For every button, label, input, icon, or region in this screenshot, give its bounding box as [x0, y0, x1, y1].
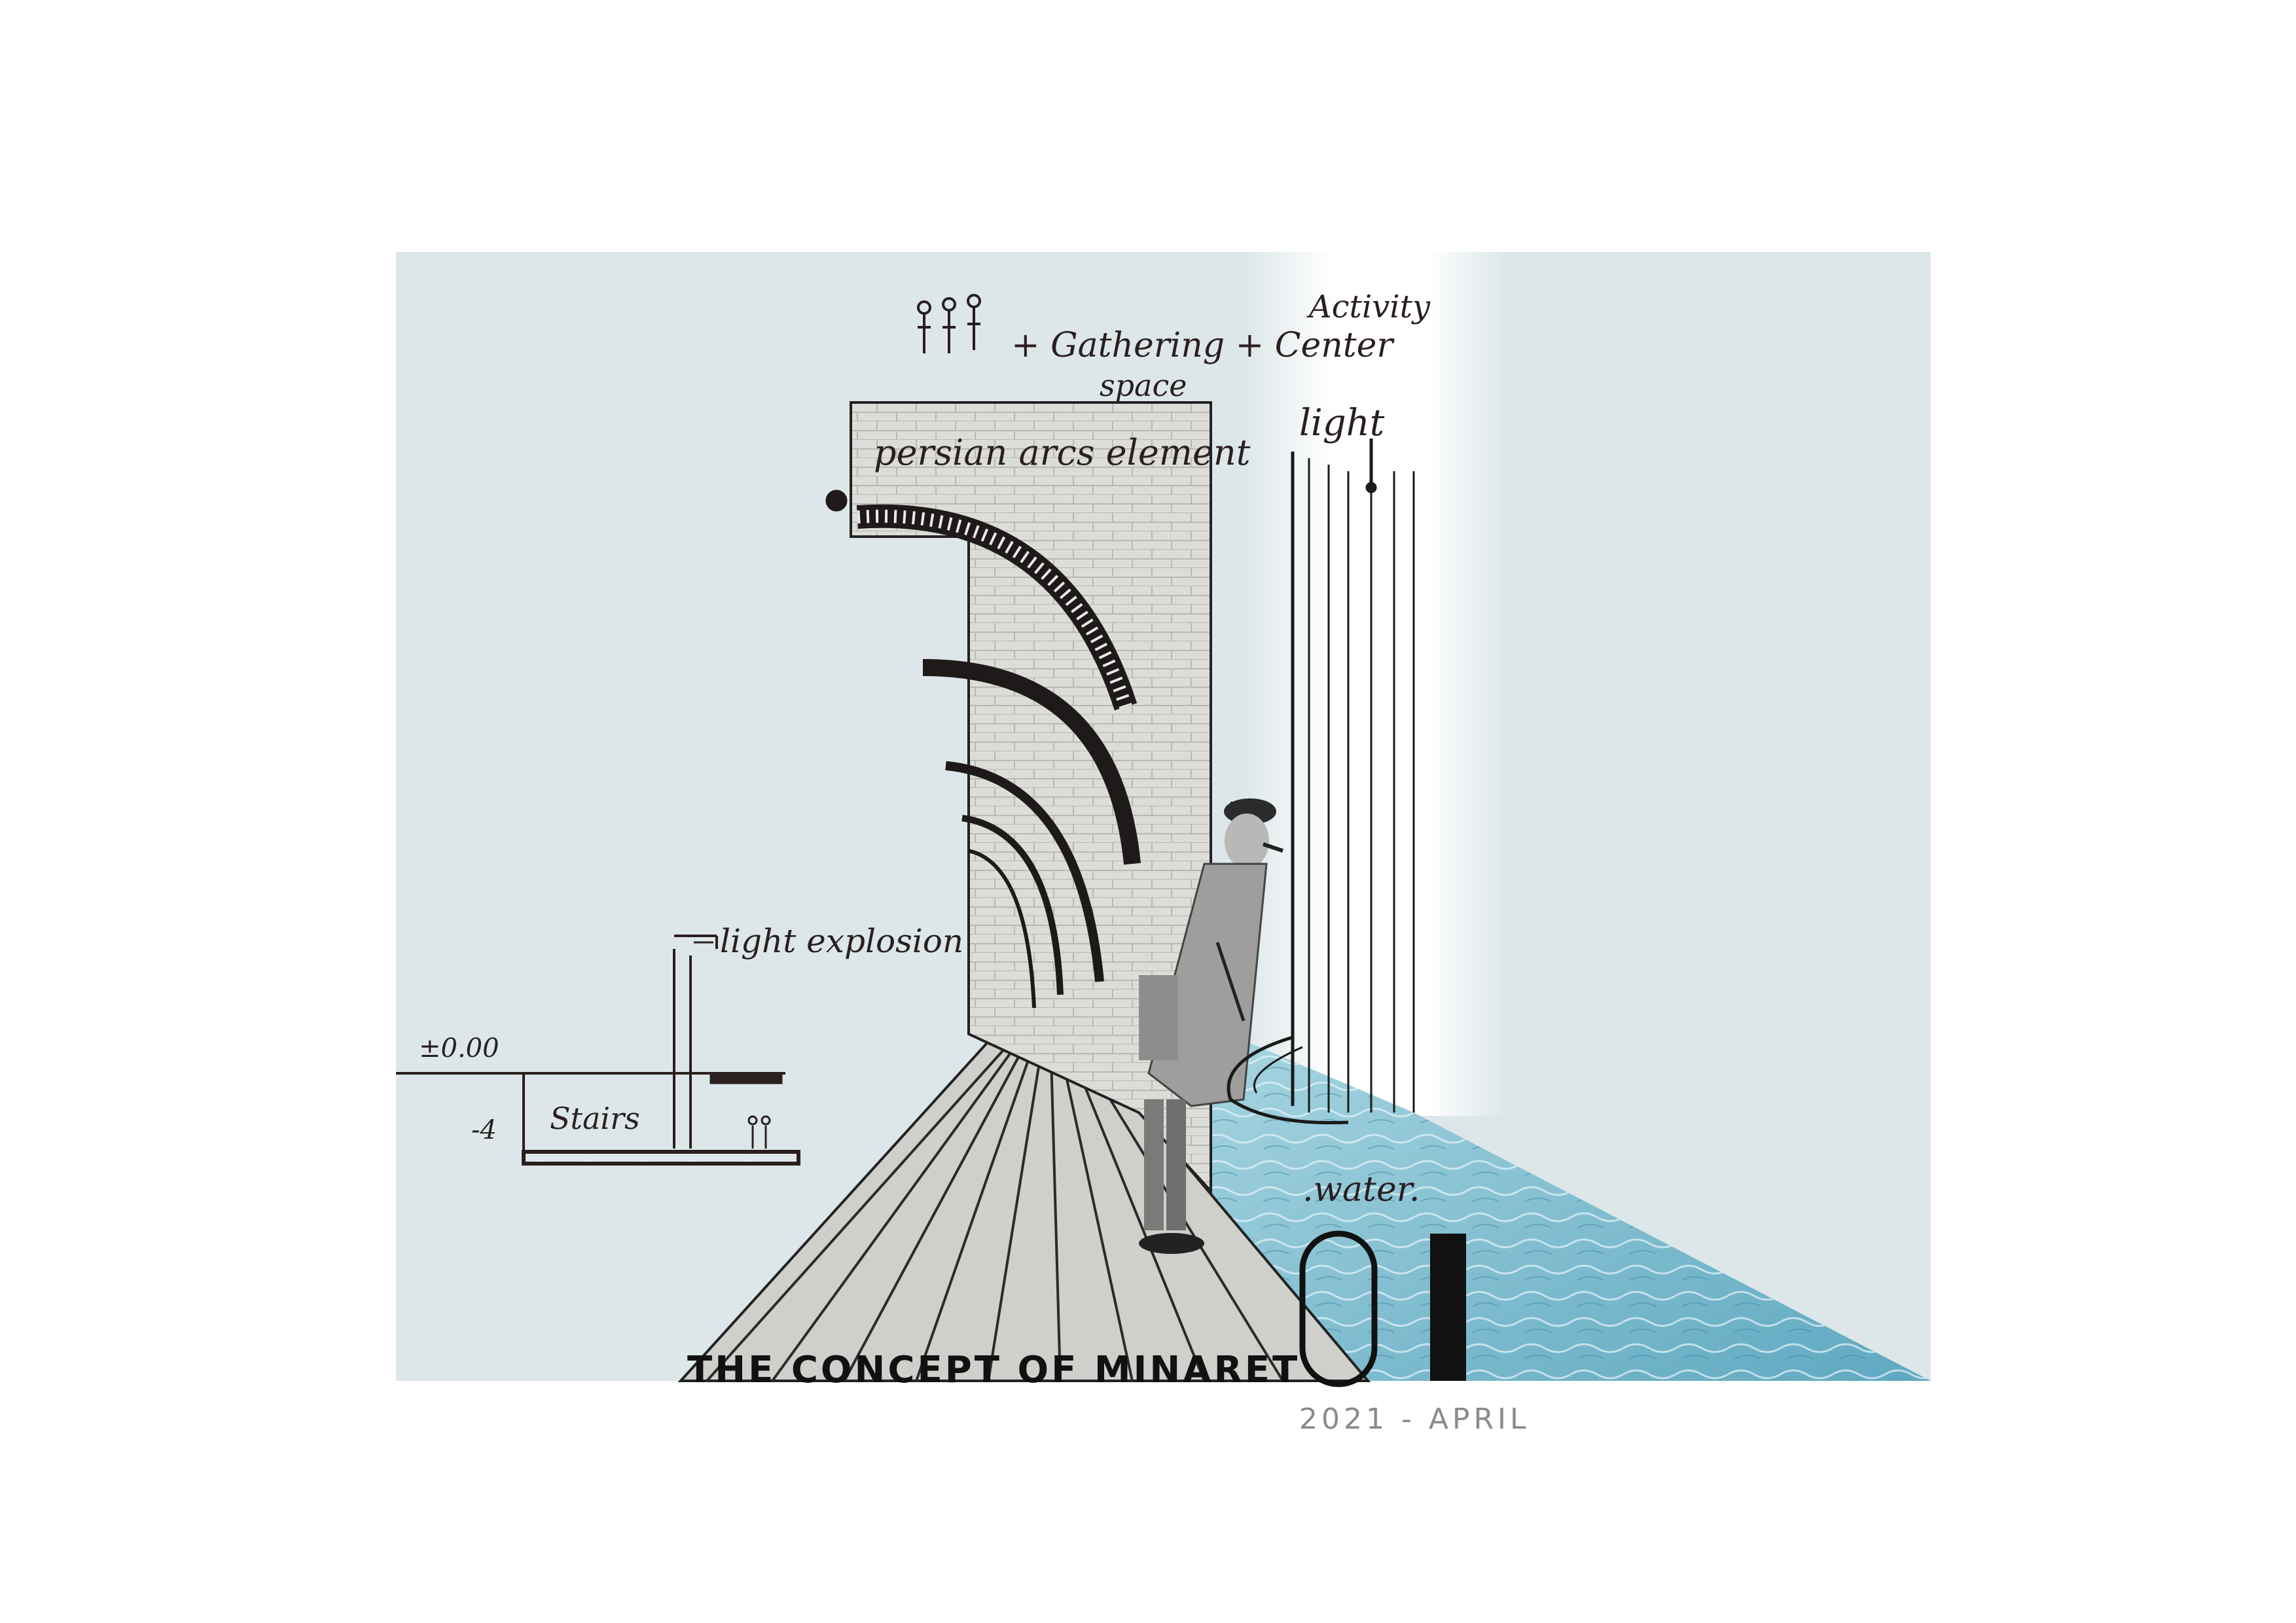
- label-light-explosion: light explosion: [720, 922, 963, 960]
- poster-title: THE CONCEPT OF MINARET: [687, 1349, 1300, 1391]
- light-beam: [1244, 252, 1505, 1116]
- label-gathering: + Gathering + Center: [1011, 326, 1395, 365]
- label-light: light: [1299, 402, 1385, 444]
- label-space: space: [1100, 368, 1187, 403]
- label-activity: Activity: [1306, 289, 1431, 325]
- label-persian-arcs: persian arcs element: [874, 432, 1251, 473]
- poster-date: 2021 - APRIL: [1299, 1402, 1530, 1436]
- label-level-minus: -4: [471, 1115, 497, 1145]
- label-level: ±0.00: [419, 1033, 499, 1063]
- label-water: .water.: [1302, 1170, 1420, 1209]
- label-stairs: Stairs: [550, 1101, 640, 1136]
- number-one-mark: [1430, 1234, 1466, 1381]
